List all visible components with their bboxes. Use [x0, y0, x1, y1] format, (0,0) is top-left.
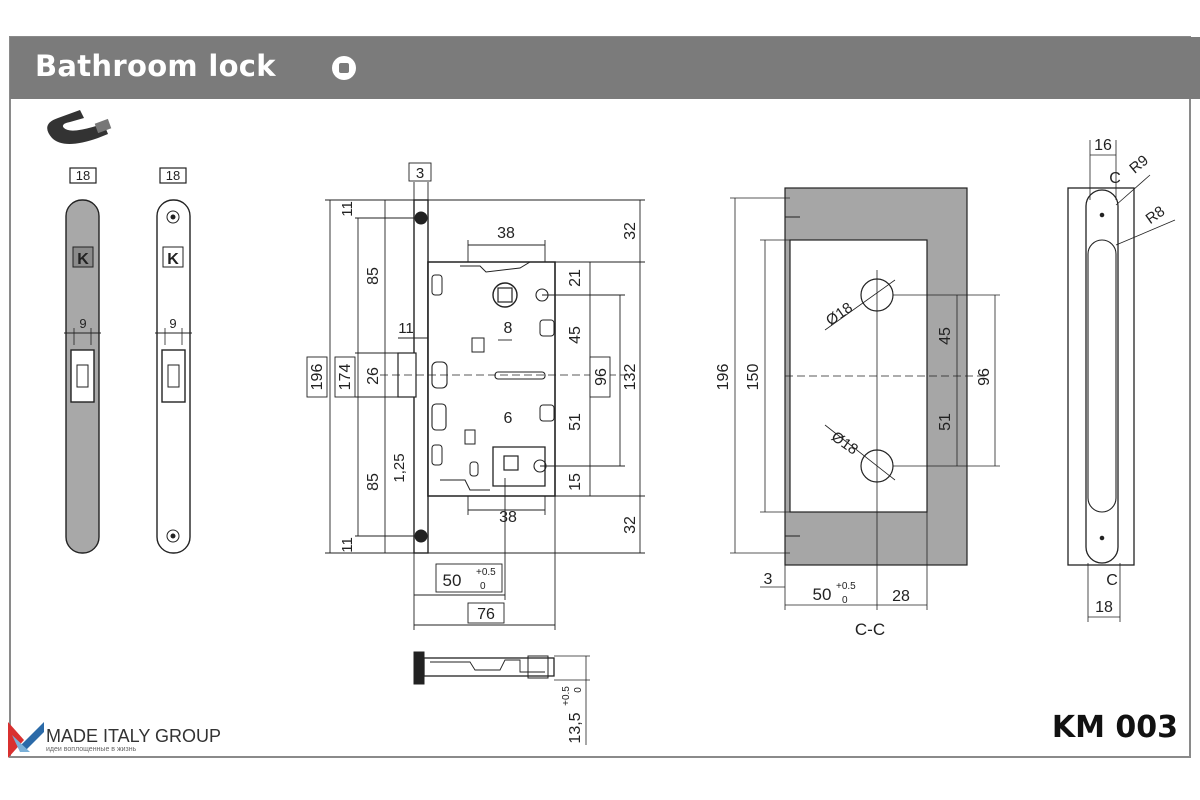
logo-letter-1: K	[77, 251, 89, 268]
dim-left-85a: 85	[365, 267, 382, 285]
dim-side-thickness: 13,5	[567, 712, 584, 743]
dim-strike-c-bottom: C	[1106, 572, 1118, 589]
dim-left-85b: 85	[365, 473, 382, 491]
dim-left-125: 1,25	[391, 453, 408, 482]
dim-section-96: 96	[976, 368, 993, 386]
dim-section-196: 196	[715, 364, 732, 391]
logo-box-1	[72, 246, 94, 268]
dim-section-backset: 50	[813, 585, 832, 604]
dim-section-150: 150	[745, 364, 762, 391]
brand-name: MADE ITALY GROUP	[46, 726, 222, 746]
faceplate-1-width-box	[69, 167, 97, 184]
dim-depth: 76	[477, 606, 495, 623]
dim-strike-c-top: C	[1109, 170, 1121, 187]
dim-forend-thickness: 3	[416, 165, 424, 182]
lock-front-view	[380, 199, 630, 554]
dim-left-bottom: 11	[339, 537, 356, 553]
dim-strike-r9: R9	[1126, 152, 1152, 177]
dim-strike-16: 16	[1094, 137, 1112, 154]
section-view	[730, 187, 1000, 610]
faceplate-filled: 18 K 9	[64, 167, 101, 554]
front-dimension-labels: 3 38 8 11 6 38 11 85 26 85 11 1,25 196 1…	[309, 165, 639, 623]
model-number: KM 003	[1051, 710, 1178, 745]
dim-side-tol-lower: 0	[573, 687, 584, 693]
page-title: Bathroom lock	[35, 49, 276, 83]
dim-right-32b: 32	[622, 516, 639, 534]
stop-circle-icon	[332, 56, 356, 80]
magnet-icon	[47, 110, 112, 144]
strike-plate-view	[1067, 140, 1176, 622]
dim-right-45: 45	[567, 326, 584, 344]
section-label: C-C	[855, 620, 885, 639]
brand-logo-icon	[8, 722, 44, 758]
dim-section-45: 45	[937, 327, 954, 345]
faceplate-1-width: 18	[76, 168, 90, 183]
dim-right-51: 51	[567, 413, 584, 431]
dim-right-32a: 32	[622, 222, 639, 240]
faceplate-1-strike-width: 9	[79, 316, 86, 331]
front-dimensions	[306, 162, 645, 630]
dim-right-15: 15	[567, 473, 584, 491]
dim-side-tol-upper: +0.5	[561, 686, 572, 706]
dim-hub-spacing: 38	[497, 225, 515, 242]
dim-section-51: 51	[937, 413, 954, 431]
side-view-labels: 13,5 +0.5 0	[561, 686, 584, 744]
dim-section-tol-lower: 0	[842, 595, 848, 606]
dim-right-21: 21	[567, 269, 584, 287]
dim-latch-offset: 11	[398, 320, 414, 337]
dim-section-28: 28	[892, 588, 910, 605]
dim-box-196: 196	[309, 364, 326, 391]
dim-box-174: 174	[337, 364, 354, 391]
dim-section-3: 3	[764, 571, 773, 588]
dim-left-top: 11	[339, 201, 356, 217]
dim-bolt-gap: 6	[504, 410, 513, 427]
dim-hub-gap: 8	[504, 320, 513, 337]
dim-strike-r8: R8	[1143, 203, 1168, 228]
logo-letter-2: K	[167, 251, 179, 268]
dim-right-132: 132	[622, 364, 639, 391]
faceplate-outline: 18 K 9	[155, 167, 192, 554]
faceplate-2-width: 18	[166, 168, 180, 183]
dim-backset-tol-upper: +0.5	[476, 567, 496, 578]
brand-tagline: идеи воплощенные в жизнь	[46, 746, 137, 753]
faceplate-2-strike-width: 9	[169, 316, 176, 331]
dim-box-96: 96	[593, 368, 610, 386]
dim-left-26: 26	[365, 367, 382, 385]
dim-strike-18: 18	[1095, 599, 1113, 616]
lock-side-view	[413, 651, 590, 745]
dim-bottom-spacing: 38	[499, 509, 517, 526]
header-bar: Bathroom lock	[10, 37, 1200, 99]
dim-backset-tol-lower: 0	[480, 581, 486, 592]
dim-backset: 50	[443, 571, 462, 590]
dim-section-tol-upper: +0.5	[836, 581, 856, 592]
